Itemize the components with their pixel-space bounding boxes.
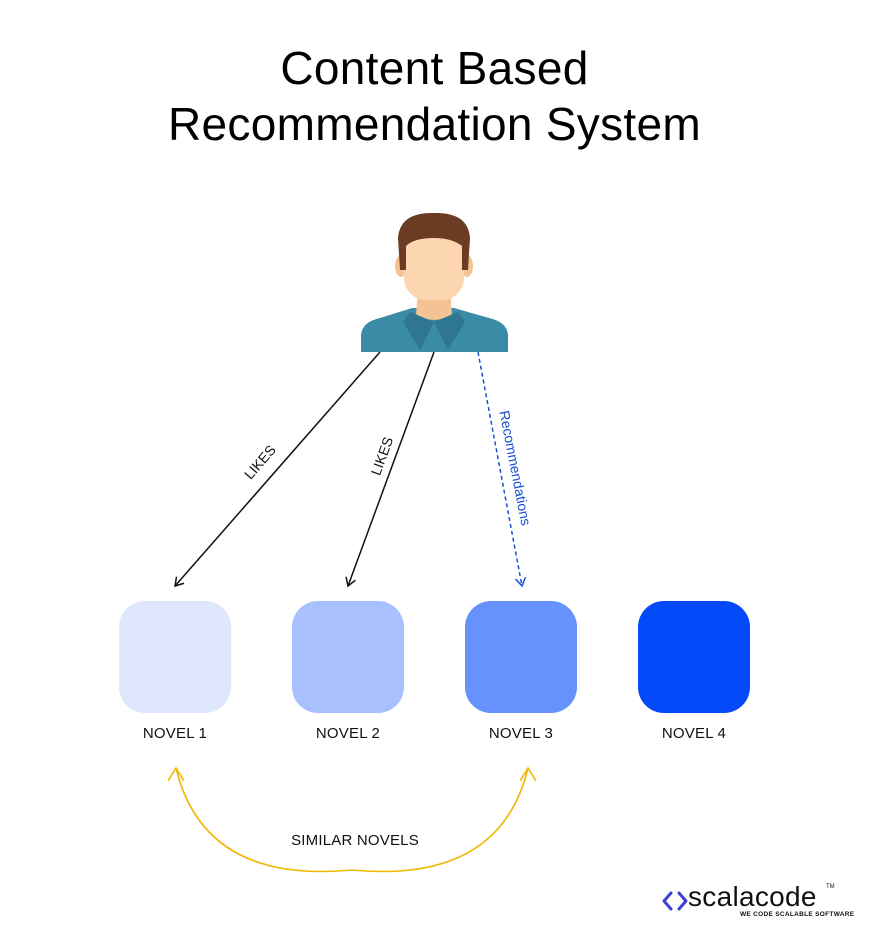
logo-tm: TM xyxy=(826,884,835,890)
similar-arrowhead-right xyxy=(519,766,537,782)
novel-1-label: NOVEL 1 xyxy=(142,725,208,742)
recommendations-arrow xyxy=(477,351,527,588)
novel-3-tile xyxy=(465,601,577,713)
title-line-1: Content Based xyxy=(280,42,589,94)
logo-brand: scalacode xyxy=(688,881,817,912)
logo-tagline: WE CODE SCALABLE SOFTWARE xyxy=(740,911,855,918)
likes-arrow-2 xyxy=(345,351,435,588)
novel-4-label: NOVEL 4 xyxy=(661,725,727,742)
novel-1-tile xyxy=(119,601,231,713)
novel-2-label: NOVEL 2 xyxy=(315,725,381,742)
similar-novels-label: SIMILAR NOVELS xyxy=(291,832,419,849)
novel-2-tile xyxy=(292,601,404,713)
similar-novels-arc xyxy=(175,767,529,873)
novel-3-label: NOVEL 3 xyxy=(488,725,554,742)
user-avatar-icon xyxy=(361,212,508,352)
code-brackets-icon xyxy=(662,891,688,911)
scalacode-logo: scalacode TM WE CODE SCALABLE SOFTWARE xyxy=(662,881,854,925)
novel-4-tile xyxy=(638,601,750,713)
similar-arrowhead-left xyxy=(167,766,185,782)
page-title: Content Based Recommendation System xyxy=(0,40,869,152)
likes-arrow-1 xyxy=(174,351,381,588)
title-line-2: Recommendation System xyxy=(168,98,701,150)
